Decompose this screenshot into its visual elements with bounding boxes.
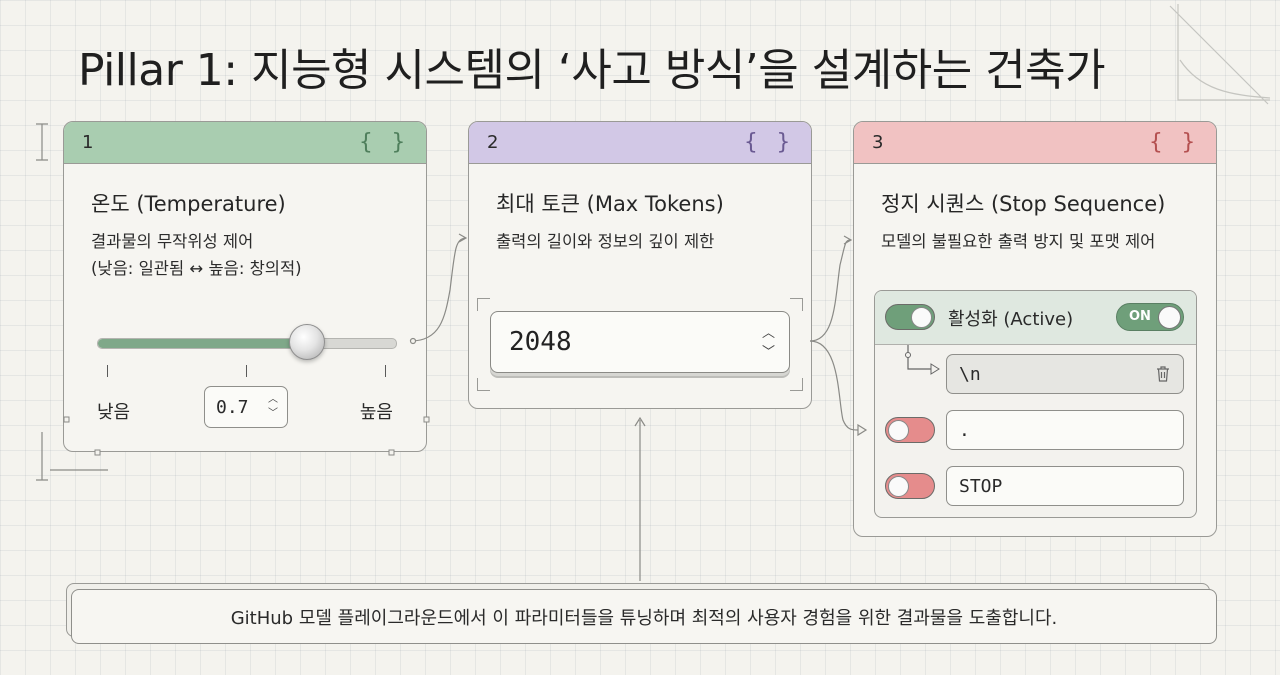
on-switch[interactable]: ON [1116, 303, 1184, 331]
low-label: 낮음 [97, 402, 131, 423]
description-line: 결과물의 무작위성 제어 [91, 232, 254, 251]
stop-sequence-field[interactable]: . [946, 410, 1184, 450]
card-description: 결과물의 무작위성 제어 (낮음: 일관됨 ↔ 높음: 창의적) [91, 228, 302, 282]
max-tokens-value: 2048 [509, 327, 572, 357]
toggle-knob [911, 307, 932, 328]
corner-bracket [790, 298, 803, 311]
temperature-slider-thumb[interactable] [288, 324, 325, 360]
stop-sequence-field[interactable]: STOP [946, 466, 1184, 506]
card-header: 3 { } [854, 122, 1216, 164]
description-line: 모델의 불필요한 출력 방지 및 포맷 제어 [881, 232, 1156, 251]
on-label: ON [1129, 309, 1151, 324]
card-header: 1 { } [64, 122, 426, 164]
stop-sequence-value: STOP [959, 475, 1003, 497]
high-label: 높음 [359, 402, 393, 423]
card-header: 2 { } [469, 122, 811, 164]
corner-bracket [790, 378, 803, 391]
code-braces-icon: { } [359, 130, 408, 155]
temperature-stepper[interactable]: 0.7 ︿﹀ [204, 386, 288, 428]
card-number: 2 [487, 132, 499, 153]
temperature-card: 1 { } 온도 (Temperature) 결과물의 무작위성 제어 (낮음:… [63, 121, 427, 452]
code-braces-icon: { } [744, 130, 793, 155]
card-description: 모델의 불필요한 출력 방지 및 포맷 제어 [881, 228, 1155, 255]
slider-tick [385, 365, 386, 377]
page-title: Pillar 1: 지능형 시스템의 ‘사고 방식’을 설계하는 건축가 [78, 45, 1106, 96]
slider-tick [246, 365, 247, 377]
stop-sequence-value: \n [959, 363, 981, 385]
chevron-up-down-icon[interactable]: ︿﹀ [761, 326, 775, 360]
toggle-knob [888, 420, 909, 441]
stop-sequence-card: 3 { } 정지 시퀀스 (Stop Sequence) 모델의 불필요한 출력… [853, 121, 1217, 537]
trash-icon[interactable] [1155, 365, 1171, 383]
card-title: 최대 토큰 (Max Tokens) [496, 192, 724, 216]
temperature-slider-track[interactable] [97, 338, 397, 349]
card-number: 1 [82, 132, 94, 153]
active-label: 활성화 (Active) [948, 309, 1074, 330]
toggle-knob [1158, 306, 1181, 329]
code-braces-icon: { } [1149, 130, 1198, 155]
stop-sequence-value: . [959, 419, 970, 441]
card-number: 3 [872, 132, 884, 153]
corner-bracket [477, 298, 490, 311]
temperature-value: 0.7 [216, 396, 249, 418]
max-tokens-input[interactable]: 2048 ︿﹀ [490, 311, 790, 373]
max-tokens-card: 2 { } 최대 토큰 (Max Tokens) 출력의 길이와 정보의 깊이 … [468, 121, 812, 409]
card-title: 정지 시퀀스 (Stop Sequence) [881, 192, 1166, 216]
active-toggle[interactable] [885, 304, 935, 330]
slider-tick [107, 365, 108, 377]
slider-fill [98, 339, 307, 348]
card-description: 출력의 길이와 정보의 깊이 제한 [496, 228, 714, 255]
toggle-knob [888, 476, 909, 497]
stop-sequence-panel: 활성화 (Active) ON \n . STOP [874, 290, 1197, 518]
corner-bracket [477, 378, 490, 391]
chevron-up-down-icon[interactable]: ︿﹀ [268, 394, 278, 419]
footer-banner: GitHub 모델 플레이그라운드에서 이 파라미터들을 튜닝하며 최적의 사용… [71, 589, 1217, 644]
description-line: 출력의 길이와 정보의 깊이 제한 [496, 232, 715, 251]
stop-sequence-toggle[interactable] [885, 473, 935, 499]
stop-sequence-toggle[interactable] [885, 417, 935, 443]
description-line: (낮음: 일관됨 ↔ 높음: 창의적) [91, 259, 302, 278]
panel-header: 활성화 (Active) ON [875, 291, 1196, 345]
card-title: 온도 (Temperature) [91, 192, 286, 216]
stop-sequence-field[interactable]: \n [946, 354, 1184, 394]
